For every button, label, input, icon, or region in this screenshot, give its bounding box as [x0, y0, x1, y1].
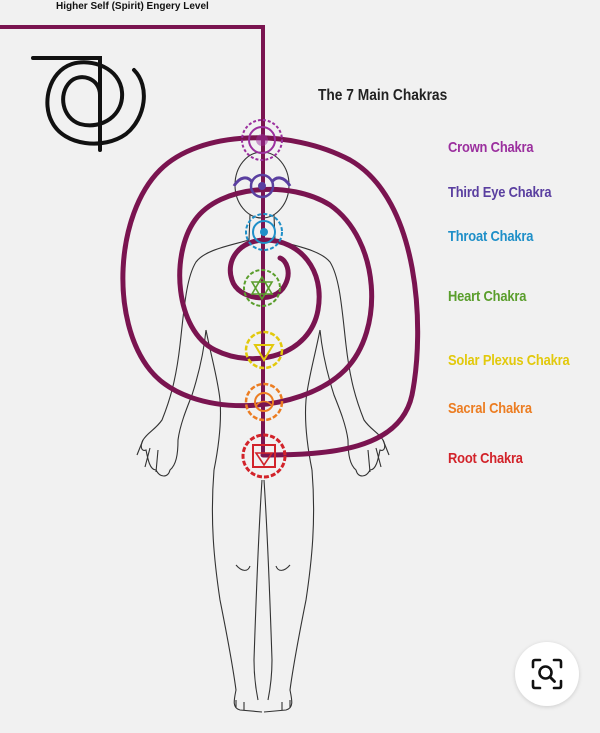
throat-chakra-symbol [245, 213, 283, 251]
crown-chakra-label: Crown Chakra [448, 139, 534, 156]
throat-chakra-label: Throat Chakra [448, 228, 534, 245]
solar-plexus-chakra-symbol [244, 330, 284, 370]
higher-self-caption: Higher Self (Spirit) Engery Level [56, 1, 209, 12]
sacral-chakra-symbol [244, 382, 284, 422]
cho-ku-rei-icon [31, 56, 146, 152]
third-eye-chakra-symbol [232, 173, 292, 199]
visual-search-button[interactable] [515, 642, 579, 706]
root-chakra-label: Root Chakra [448, 450, 523, 467]
heart-chakra-symbol [243, 269, 281, 307]
diagram-title: The 7 Main Chakras [318, 87, 448, 104]
heart-chakra-label: Heart Chakra [448, 288, 527, 305]
third-eye-chakra-label: Third Eye Chakra [448, 184, 552, 201]
chakra-symbols [232, 119, 292, 479]
sacral-chakra-label: Sacral Chakra [448, 400, 532, 417]
higher-self-energy-line [0, 25, 265, 455]
human-body-outline [136, 151, 390, 713]
crown-chakra-symbol [241, 119, 283, 161]
root-chakra-symbol [241, 433, 287, 479]
solar-plexus-chakra-label: Solar Plexus Chakra [448, 352, 570, 369]
energy-spiral [120, 135, 421, 458]
search-lens-icon [531, 658, 563, 690]
